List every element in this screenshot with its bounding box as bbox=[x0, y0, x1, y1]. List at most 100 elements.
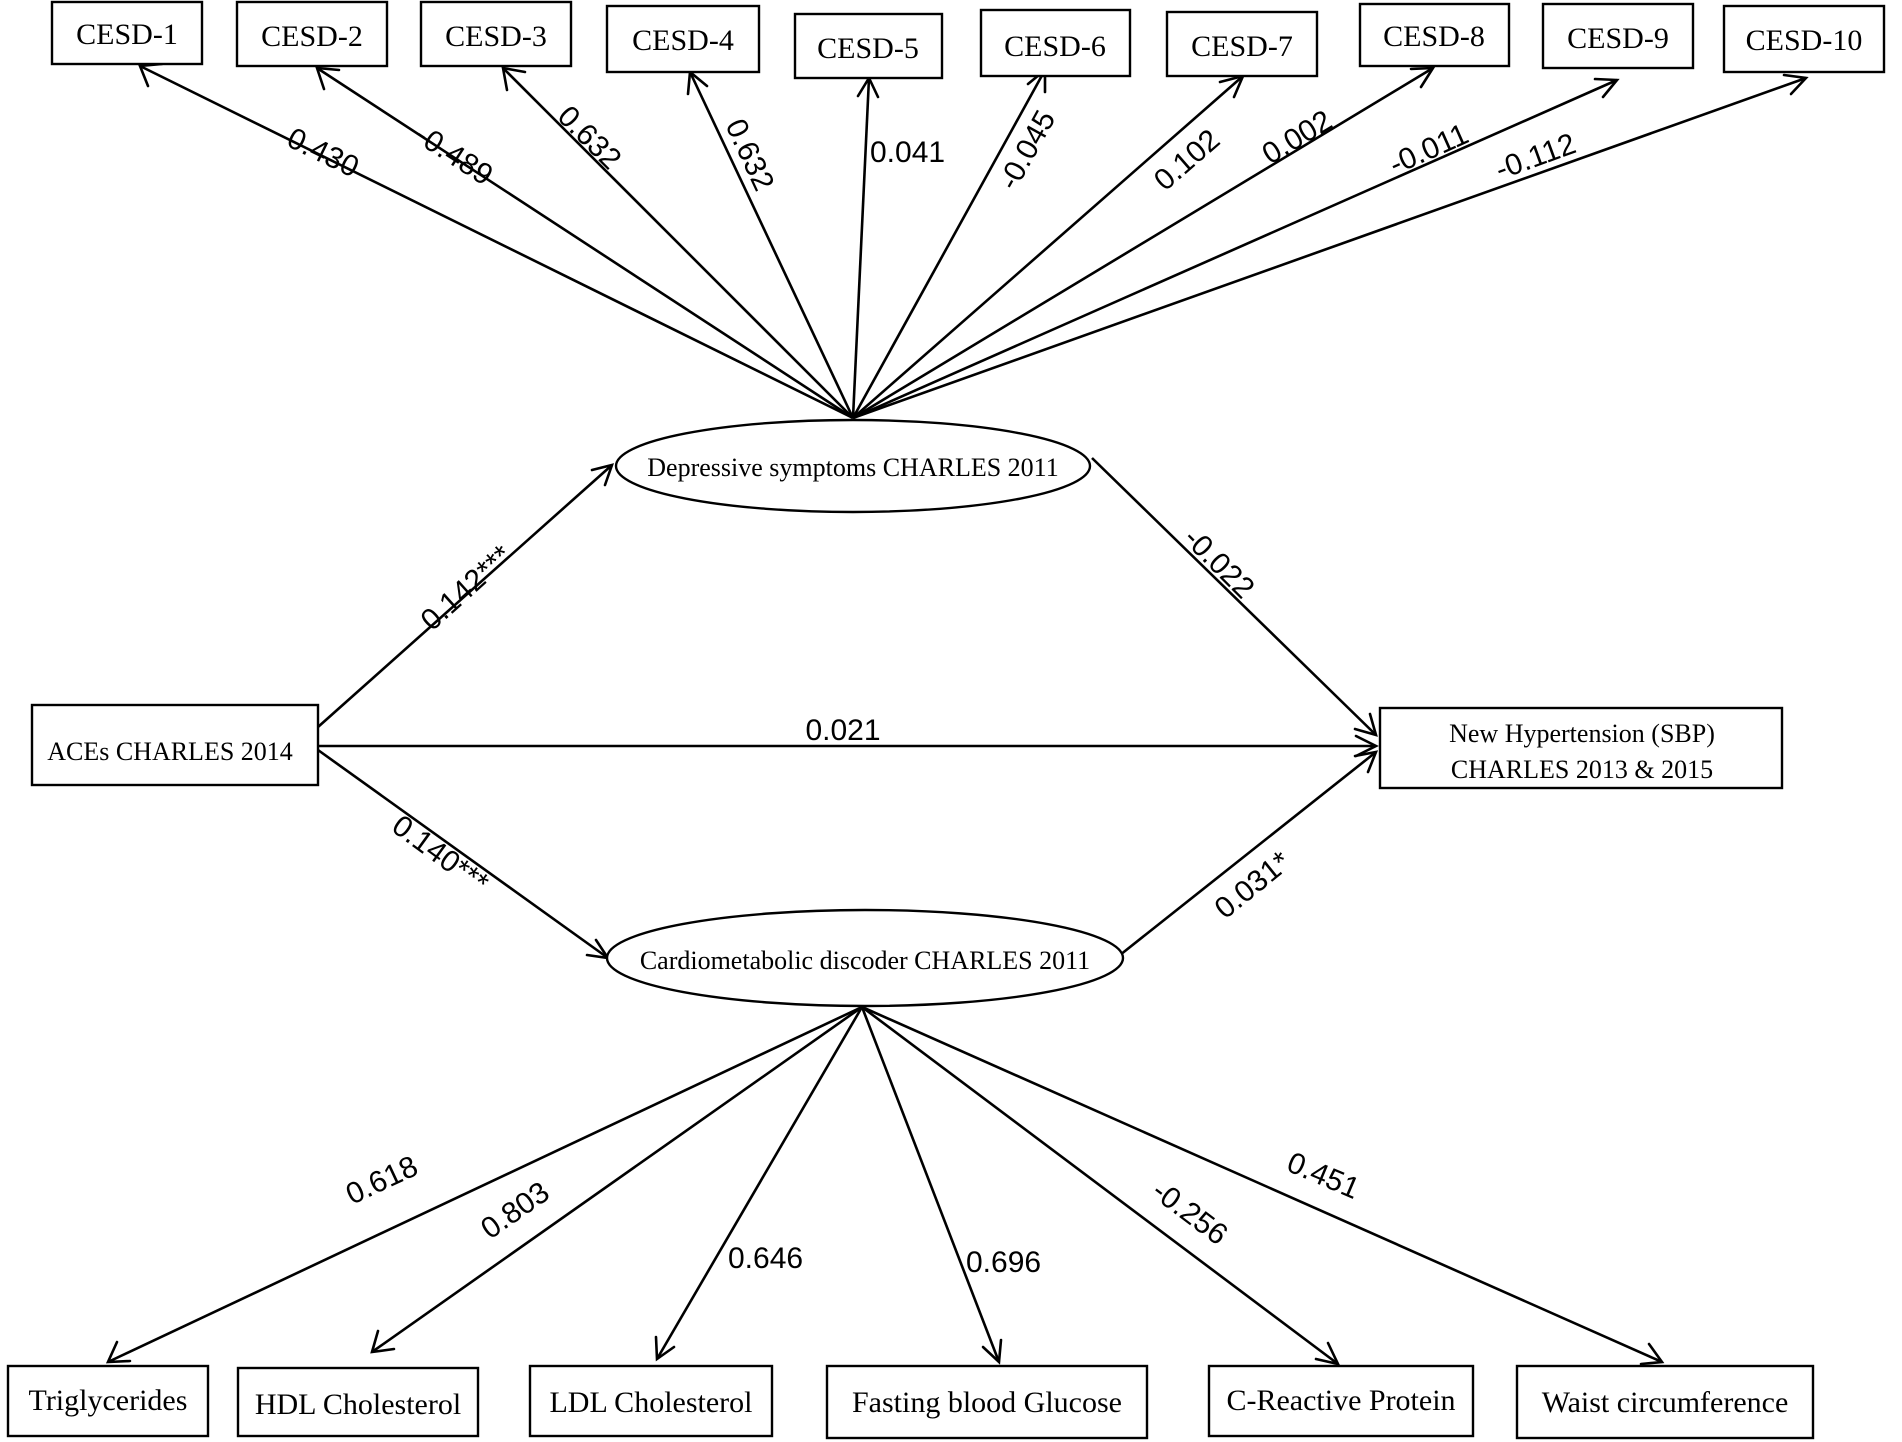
loading-cesd6: -0.045 bbox=[992, 105, 1062, 195]
arrowhead-cesd9 bbox=[1593, 77, 1620, 99]
loading-cesd1: 0.430 bbox=[282, 122, 364, 185]
loading-ldl: 0.646 bbox=[728, 1242, 803, 1275]
cardiometabolic-indicator-paths bbox=[105, 1005, 1665, 1366]
loading-cesd10: -0.112 bbox=[1491, 127, 1580, 186]
hdl-cholesterol-box bbox=[236, 1366, 480, 1438]
arrowhead-hypertension-from-cardiometabolic bbox=[1353, 750, 1379, 774]
arrowhead-cesd10 bbox=[1782, 73, 1809, 96]
cesd3-box bbox=[419, 0, 573, 68]
ldl-cholesterol-box bbox=[528, 1364, 774, 1438]
arrowhead-ldl bbox=[654, 1335, 676, 1362]
path-cardiometabolic-waist bbox=[861, 1005, 1663, 1364]
path-depressive-hypertension bbox=[1091, 457, 1377, 736]
arrowhead-cesd2 bbox=[315, 66, 341, 91]
structural-paths bbox=[317, 457, 1379, 960]
cesd1-box bbox=[50, 0, 204, 66]
loading-cesd8: 0.002 bbox=[1257, 104, 1338, 171]
arrowhead-glucose bbox=[981, 1338, 1003, 1365]
cardiometabolic-loading-labels: 0.618 0.803 0.646 0.696 -0.256 0.451 bbox=[341, 1146, 1364, 1279]
cesd9-label: CESD-9 bbox=[1567, 22, 1669, 55]
path-depressive-cesd3 bbox=[502, 67, 854, 419]
depressive-symptoms-node bbox=[614, 418, 1092, 514]
coefficient-aces-hypertension: 0.021 bbox=[805, 714, 880, 747]
loading-waist: 0.451 bbox=[1282, 1146, 1364, 1206]
cesd2-box bbox=[235, 0, 389, 68]
path-aces-depressive bbox=[317, 464, 613, 728]
arrowhead-crp bbox=[1314, 1341, 1341, 1366]
loading-crp: -0.256 bbox=[1146, 1174, 1234, 1252]
coefficient-aces-depressive: 0.142*** bbox=[415, 539, 519, 637]
fasting-blood-glucose-label: Fasting blood Glucose bbox=[852, 1386, 1122, 1419]
loading-triglycerides: 0.618 bbox=[341, 1150, 423, 1212]
new-hypertension-node bbox=[1378, 706, 1784, 790]
coefficient-depressive-hypertension: -0.022 bbox=[1177, 522, 1260, 605]
loading-cesd9: -0.011 bbox=[1384, 118, 1473, 182]
arrowhead-depressive bbox=[590, 463, 615, 487]
cardiometabolic-disorder-node bbox=[605, 908, 1125, 1008]
path-aces-cardiometabolic bbox=[317, 748, 609, 960]
path-cardiometabolic-glucose bbox=[860, 1006, 1001, 1363]
loading-cesd5: 0.041 bbox=[870, 136, 945, 169]
arrowhead-cesd3 bbox=[501, 66, 527, 92]
cesd4-box bbox=[605, 4, 761, 74]
path-depressive-cesd6 bbox=[851, 69, 1047, 419]
cesd10-label: CESD-10 bbox=[1746, 24, 1863, 57]
arrowhead-hypertension-from-depressive bbox=[1353, 712, 1378, 737]
cesd2-label: CESD-2 bbox=[261, 20, 363, 53]
cardiometabolic-disorder-label: Cardiometabolic discoder CHARLES 2011 bbox=[640, 946, 1090, 975]
hdl-cholesterol-label: HDL Cholesterol bbox=[255, 1388, 461, 1421]
cesd7-box bbox=[1165, 10, 1319, 78]
path-depressive-cesd8 bbox=[852, 66, 1434, 420]
aces-label: ACEs CHARLES 2014 bbox=[47, 737, 293, 766]
arrowhead-cesd8 bbox=[1409, 66, 1436, 89]
fasting-blood-glucose-box bbox=[825, 1364, 1149, 1440]
path-depressive-cesd2 bbox=[316, 66, 854, 420]
cesd3-label: CESD-3 bbox=[445, 20, 547, 53]
loading-hdl: 0.803 bbox=[475, 1176, 555, 1246]
arrowhead-waist bbox=[1639, 1342, 1665, 1366]
path-cardiometabolic-hdl bbox=[371, 1005, 863, 1354]
loading-cesd3: 0.632 bbox=[551, 100, 627, 176]
new-hypertension-label-line2: CHARLES 2013 & 2015 bbox=[1451, 755, 1713, 784]
loading-cesd7: 0.102 bbox=[1148, 123, 1226, 197]
cesd7-label: CESD-7 bbox=[1191, 30, 1293, 63]
triglycerides-box bbox=[6, 1364, 210, 1438]
loading-cesd2: -0.489 bbox=[409, 118, 498, 192]
cesd6-box bbox=[979, 8, 1132, 78]
cesd9-box bbox=[1541, 2, 1695, 70]
path-depressive-cesd9 bbox=[852, 78, 1618, 420]
coefficient-aces-cardiometabolic: 0.140*** bbox=[386, 809, 495, 901]
new-hypertension-label-line1: New Hypertension (SBP) bbox=[1449, 719, 1715, 748]
arrowhead-hypertension-from-aces bbox=[1354, 734, 1379, 758]
path-depressive-cesd10 bbox=[852, 76, 1807, 420]
path-cardiometabolic-crp bbox=[861, 1005, 1339, 1366]
cardiometabolic-indicator-boxes: Triglycerides HDL Cholesterol LDL Choles… bbox=[6, 1364, 1815, 1440]
cesd1-label: CESD-1 bbox=[76, 18, 178, 51]
path-cardiometabolic-triglycerides bbox=[107, 1005, 863, 1364]
path-cardiometabolic-ldl bbox=[655, 1006, 864, 1360]
coefficient-cardiometabolic-hypertension: 0.031* bbox=[1209, 845, 1297, 925]
ldl-cholesterol-label: LDL Cholesterol bbox=[549, 1386, 752, 1419]
triglycerides-label: Triglycerides bbox=[29, 1384, 188, 1417]
path-depressive-cesd5 bbox=[851, 77, 871, 419]
depressive-indicator-paths bbox=[138, 62, 1809, 420]
cesd-indicator-boxes: CESD-1 CESD-2 CESD-3 CESD-4 CESD-5 CESD-… bbox=[50, 0, 1886, 80]
path-cardiometabolic-hypertension bbox=[1119, 750, 1377, 957]
arrowhead-hdl bbox=[370, 1329, 396, 1354]
cesd10-box bbox=[1722, 4, 1886, 74]
cesd4-label: CESD-4 bbox=[632, 24, 734, 57]
depressive-symptoms-label: Depressive symptoms CHARLES 2011 bbox=[647, 453, 1058, 482]
cesd6-label: CESD-6 bbox=[1004, 30, 1106, 63]
aces-node bbox=[30, 703, 320, 787]
waist-circumference-box bbox=[1515, 1364, 1815, 1440]
arrowhead-triglycerides bbox=[105, 1340, 132, 1364]
cesd8-label: CESD-8 bbox=[1383, 20, 1485, 53]
loading-glucose: 0.696 bbox=[966, 1246, 1041, 1279]
cesd8-box bbox=[1358, 2, 1511, 68]
structural-nodes: Depressive symptoms CHARLES 2011 ACEs CH… bbox=[30, 418, 1784, 1008]
structural-coefficient-labels: 0.142*** -0.022 0.021 0.140*** 0.031* bbox=[386, 522, 1297, 926]
path-depressive-cesd4 bbox=[688, 71, 855, 419]
c-reactive-protein-label: C-Reactive Protein bbox=[1226, 1384, 1455, 1417]
cesd5-label: CESD-5 bbox=[817, 32, 919, 65]
path-depressive-cesd7 bbox=[852, 75, 1244, 419]
